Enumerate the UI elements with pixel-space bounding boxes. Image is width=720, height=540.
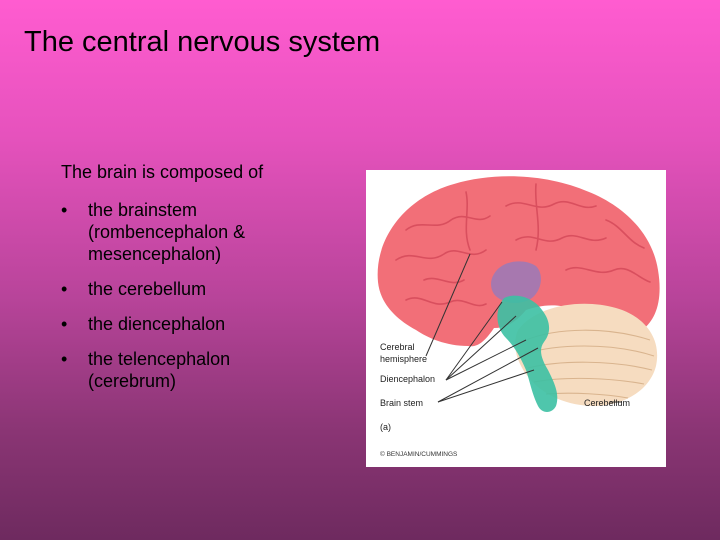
bullet-line: the diencephalon (88, 314, 226, 334)
bullet-list: • the brainstem (rombencephalon & mesenc… (61, 199, 361, 392)
brain-figure: Cerebral hemisphere Diencephalon Brain s… (366, 170, 666, 467)
bullet-line: the telencephalon (88, 349, 231, 369)
bullet-item-cerebellum: • the cerebellum (61, 278, 361, 300)
bullet-icon: • (61, 349, 68, 369)
bullet-line: (rombencephalon & (88, 222, 246, 242)
bullet-item-diencephalon: • the diencephalon (61, 313, 361, 335)
intro-text: The brain is composed of (61, 162, 264, 182)
bullet-icon: • (61, 279, 68, 299)
cerebrum-folds (395, 183, 651, 307)
bullet-line: (cerebrum) (88, 371, 177, 391)
slide-title: The central nervous system (24, 26, 381, 58)
label-diencephalon: Diencephalon (380, 374, 435, 384)
label-brain-stem: Brain stem (380, 398, 423, 408)
bullet-icon: • (61, 200, 68, 220)
label-cerebral: Cerebral (380, 342, 415, 352)
diencephalon-shape (491, 261, 541, 303)
leader-lines (425, 253, 622, 403)
bullet-line: mesencephalon) (88, 244, 222, 264)
bullet-item-telencephalon: • the telencephalon (cerebrum) (61, 348, 361, 392)
bullet-line: the cerebellum (88, 279, 207, 299)
label-hemisphere: hemisphere (380, 354, 427, 364)
label-panel: (a) (380, 422, 391, 432)
bullet-icon: • (61, 314, 68, 334)
brain-illustration: Cerebral hemisphere Diencephalon Brain s… (377, 176, 660, 458)
copyright-text: © BENJAMIN/CUMMINGS (380, 450, 458, 458)
bullet-line: the brainstem (88, 200, 198, 220)
label-cerebellum: Cerebellum (584, 398, 630, 408)
bullet-item-brainstem: • the brainstem (rombencephalon & mesenc… (61, 199, 361, 265)
slide-body: The brain is composed of • the brainstem… (61, 158, 361, 405)
